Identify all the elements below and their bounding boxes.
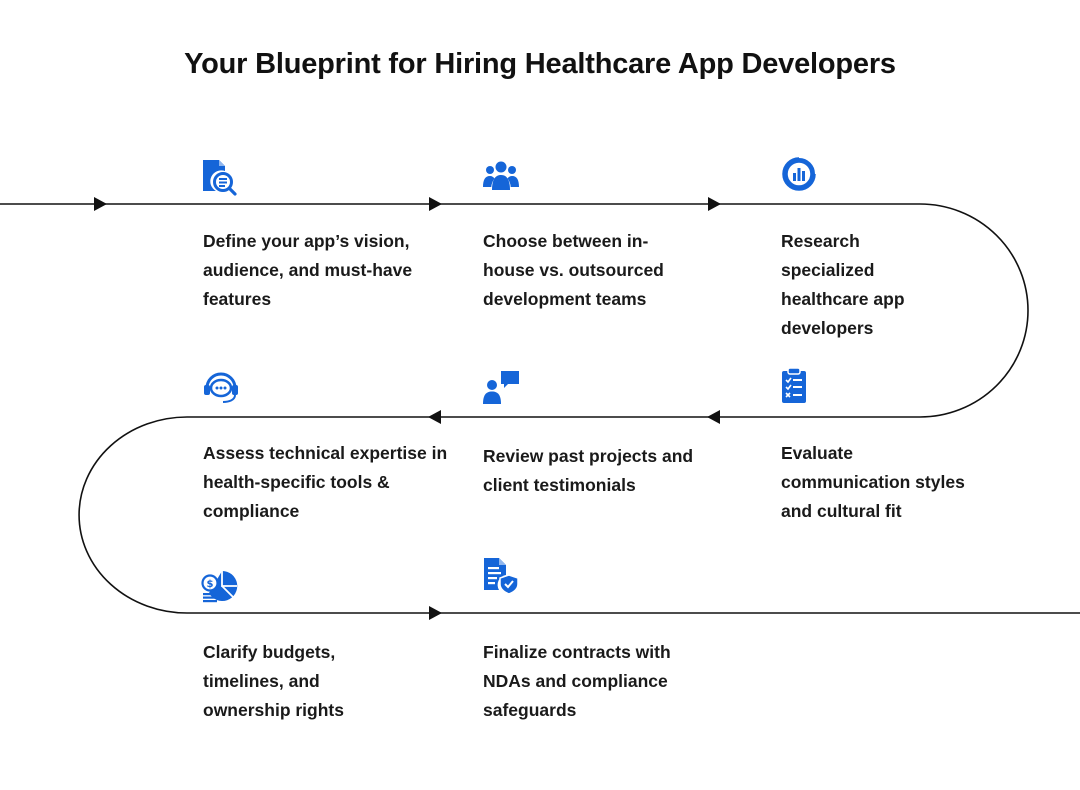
step-label: Finalize contracts with NDAs and complia… bbox=[483, 642, 671, 720]
arrow-right-1 bbox=[94, 197, 107, 211]
document-search-icon bbox=[203, 160, 237, 196]
step-label: Assess technical expertise in health-spe… bbox=[203, 443, 448, 521]
arrow-left-2 bbox=[428, 410, 441, 424]
svg-text:$: $ bbox=[207, 579, 214, 590]
arrow-right-2 bbox=[429, 197, 442, 211]
flow-line bbox=[0, 203, 1080, 614]
step-label: Clarify budgets, timelines, and ownershi… bbox=[203, 642, 344, 720]
arrow-right-3 bbox=[708, 197, 721, 211]
step-label: Research specialized healthcare app deve… bbox=[781, 231, 905, 338]
budget-pie-chart-icon: $ bbox=[201, 570, 238, 603]
checklist-clipboard-icon bbox=[782, 367, 806, 403]
analytics-chart-icon bbox=[782, 156, 817, 191]
arrow-left-1 bbox=[707, 410, 720, 424]
team-icon bbox=[483, 161, 519, 190]
step-label: Choose between in-house vs. outsourced d… bbox=[483, 231, 664, 309]
support-headset-icon bbox=[204, 372, 238, 403]
step-label: Review past projects and client testimon… bbox=[483, 446, 694, 495]
secure-document-icon bbox=[484, 558, 519, 595]
user-feedback-icon bbox=[483, 371, 519, 404]
step-label: Define your app’s vision, audience, and … bbox=[203, 231, 413, 309]
page-title: Your Blueprint for Hiring Healthcare App… bbox=[184, 48, 896, 80]
step-label: Evaluate communication styles and cultur… bbox=[781, 443, 965, 521]
arrow-right-4 bbox=[429, 606, 442, 620]
